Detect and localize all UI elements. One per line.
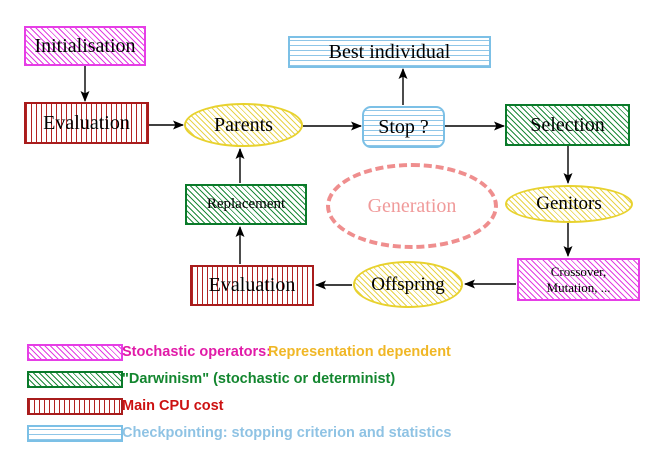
node-replacement[interactable]: Replacement [185, 184, 307, 225]
node-selection[interactable]: Selection [505, 104, 630, 146]
node-best-individual[interactable]: Best individual [288, 36, 491, 68]
node-generation-label: Generation [367, 194, 457, 217]
legend-label-darwinism: "Darwinism" (stochastic or determinist) [122, 371, 396, 387]
node-initialisation-label: Initialisation [34, 34, 136, 57]
node-generation-cycle: Generation [326, 163, 498, 249]
legend-row: "Darwinism" (stochastic or determinist) [0, 367, 662, 394]
node-evaluation-top[interactable]: Evaluation [24, 102, 149, 144]
node-crossover-mutation[interactable]: Crossover, Mutation, ... [517, 258, 640, 301]
node-stop-decision-label: Stop ? [378, 115, 429, 138]
node-parents[interactable]: Parents [184, 103, 303, 147]
legend: Stochastic operators: Representation dep… [0, 340, 662, 448]
legend-swatch-checkpointing [27, 425, 123, 442]
node-crossover-mutation-label-line1: Crossover, [550, 264, 607, 280]
legend-row: Main CPU cost [0, 394, 662, 421]
node-genitors[interactable]: Genitors [505, 185, 633, 223]
legend-row: Checkpointing: stopping criterion and st… [0, 421, 662, 448]
node-best-individual-label: Best individual [328, 40, 451, 63]
legend-swatch-darwinism [27, 371, 123, 388]
legend-swatch-main-cpu-cost [27, 398, 123, 415]
legend-swatch-stochastic-operators [27, 344, 123, 361]
node-crossover-mutation-label-line2: Mutation, ... [546, 279, 611, 295]
node-evaluation-bottom[interactable]: Evaluation [190, 265, 314, 306]
node-parents-label: Parents [214, 113, 273, 136]
node-offspring-label: Offspring [371, 273, 445, 295]
node-offspring[interactable]: Offspring [353, 261, 463, 308]
node-evaluation-bottom-label: Evaluation [208, 274, 296, 296]
node-evaluation-top-label: Evaluation [43, 111, 130, 134]
node-replacement-label: Replacement [206, 195, 286, 212]
node-genitors-label: Genitors [536, 193, 602, 215]
legend-row: Stochastic operators: Representation dep… [0, 340, 662, 367]
legend-label-stochastic-operators: Stochastic operators: [122, 344, 272, 360]
node-selection-label: Selection [530, 113, 605, 136]
legend-label-main-cpu-cost: Main CPU cost [122, 398, 224, 414]
node-stop-decision[interactable]: Stop ? [362, 106, 445, 148]
legend-label-checkpointing: Checkpointing: stopping criterion and st… [122, 425, 452, 441]
legend-label-representation-dependent: Representation dependent [268, 344, 451, 360]
node-initialisation[interactable]: Initialisation [24, 26, 146, 66]
